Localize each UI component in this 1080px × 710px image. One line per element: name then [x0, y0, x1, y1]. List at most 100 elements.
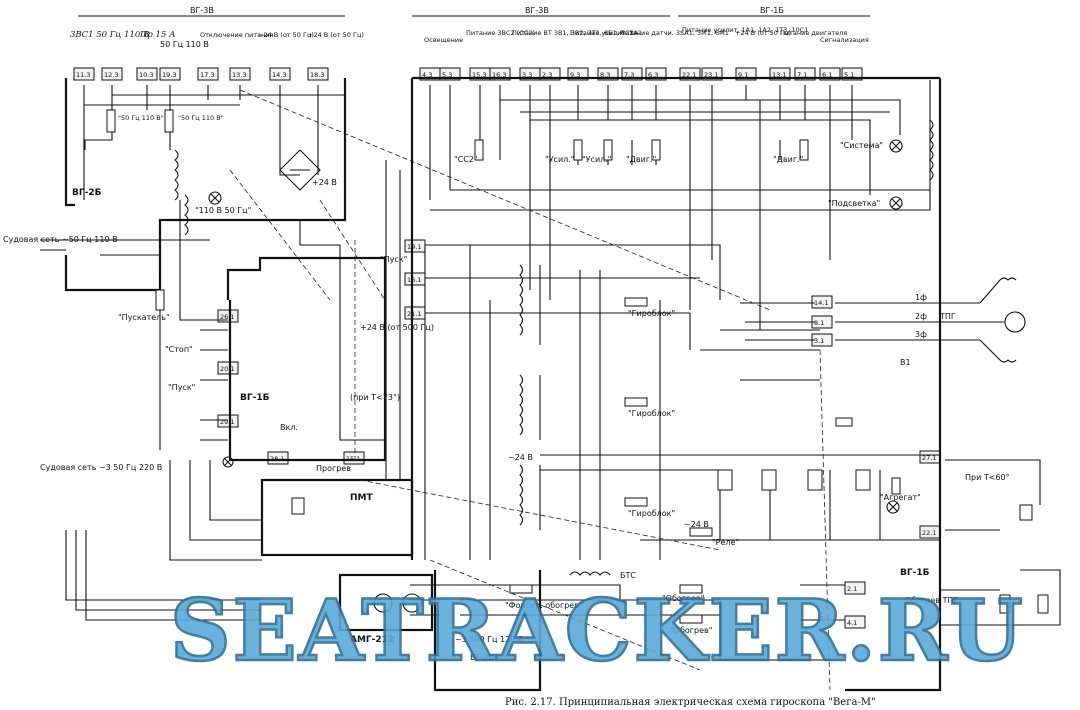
fuse-f6 — [624, 497, 648, 507]
label-plus24: +24 В — [312, 178, 337, 187]
side-terminal: 14.1 — [811, 295, 833, 309]
top-terminal-label: 3.3 — [522, 71, 532, 79]
side-terminal-label: 20.1 — [220, 365, 234, 373]
label-tpg: ТПГ — [939, 312, 956, 321]
side-terminal-label: 2.1 — [847, 585, 857, 593]
block-vg1b-right: ВГ-1Б — [900, 568, 930, 578]
label-start-2: "Пуск" — [380, 255, 407, 264]
label-lamp-system: "Система" — [840, 141, 883, 150]
side-terminal-label: 26.1 — [220, 313, 234, 321]
block-vg2b-bottom: ВГ-2Б — [470, 653, 494, 662]
fuse-f4 — [799, 139, 809, 161]
fuse-f13 — [106, 109, 116, 133]
side-terminal: 29.1 — [217, 414, 239, 428]
header-m1: Освещение — [424, 36, 463, 44]
top-terminal: 17.3 — [197, 67, 219, 81]
fuse-f7 — [624, 397, 648, 407]
label-stop: "Стоп" — [165, 345, 193, 354]
fuse-f9 — [573, 139, 583, 161]
side-terminal: 27.1 — [919, 450, 941, 464]
header-c3: 50 Гц 110 В — [160, 40, 209, 49]
label-ship-net-2: Судовая сеть ~3 50 Гц 220 В — [40, 463, 162, 472]
top-terminal: 11.3 — [73, 67, 95, 81]
top-terminal: 19.3 — [159, 67, 181, 81]
label-forced-heat: "Форсир. обогрев" — [505, 601, 583, 610]
block-amg: АМГ-212 — [350, 635, 394, 645]
top-terminal-label: 17.3 — [200, 71, 214, 79]
block-pmt: ПМТ — [350, 493, 373, 503]
fuse-f5 — [509, 584, 533, 594]
top-terminal-label: 15.3 — [472, 71, 486, 79]
label-relay: "Реле" — [712, 538, 739, 547]
relay-k1 — [291, 497, 305, 515]
label-heat-1: "Обогрев" — [662, 594, 704, 603]
label-phase-3: 3ф — [915, 330, 927, 339]
watermark: SEATRACKER.RU — [170, 581, 1025, 680]
top-terminal-label: 23.1 — [704, 71, 718, 79]
side-terminal: 26.1 — [217, 309, 239, 323]
header-r3: Питание двигателя — [780, 29, 847, 37]
side-terminal: 20.1 — [217, 361, 239, 375]
label-phase-2: 2ф — [915, 312, 927, 321]
lamps — [208, 139, 903, 514]
side-terminal: 16.1 — [404, 272, 426, 286]
label-starter: "Пускатель" — [118, 313, 170, 322]
label-temp73: (при Т<73°) — [350, 393, 400, 402]
top-terminal-label: 13.3 — [232, 71, 246, 79]
side-terminal-label: 19.1 — [407, 243, 421, 251]
fuse-f11 — [603, 139, 613, 161]
label-fuse-dv1: "Двиг." — [626, 155, 656, 164]
header-m2: Питание 3ВС2 (СС2) — [466, 29, 535, 37]
side-terminal: 2.1 — [844, 581, 866, 595]
header-mid-group: ВГ-3В — [525, 6, 549, 15]
wiring — [40, 80, 1061, 691]
top-terminal-label: 9.3 — [570, 71, 580, 79]
top-terminal-label: 22.1 — [682, 71, 696, 79]
lamp-2k3 — [222, 456, 234, 468]
header-right-group: ВГ-1Б — [760, 6, 784, 15]
top-terminal-label: 14.3 — [272, 71, 286, 79]
label-ship-net-1: Судовая сеть ~50 Гц 110 В — [3, 235, 118, 244]
top-terminal-label: 10.3 — [139, 71, 153, 79]
side-terminal: 3.1 — [811, 333, 833, 347]
side-terminal: 8.1 — [811, 315, 833, 329]
fuse-f1 — [679, 614, 703, 624]
fuse-f3 — [689, 527, 713, 537]
header-r2: +24 В (от 50 Гц) — [735, 29, 791, 37]
block-vg1b-mid: ВГ-1Б — [240, 393, 270, 403]
header-m4: Питание усилит. 3А1 — [570, 29, 642, 37]
label-minus24-b: ~24 В — [684, 520, 709, 529]
lamp-aggregate — [886, 500, 900, 514]
top-terminal-label: 19.3 — [162, 71, 176, 79]
top-terminal: 13.3 — [229, 67, 251, 81]
lamp-system — [889, 139, 903, 153]
top-terminal-label: 2.3 — [542, 71, 552, 79]
relay-2k1 — [717, 469, 733, 491]
side-terminal: 19.1 — [404, 239, 426, 253]
top-terminal-label: 5.3 — [442, 71, 452, 79]
labels: Судовая сеть ~50 Гц 110 В Судовая сеть ~… — [3, 114, 1010, 644]
header-c1: 3ВС1 50 Гц 110 В — [70, 30, 149, 40]
top-terminal-label: 11.3 — [76, 71, 90, 79]
header-left-group: ВГ-3В — [190, 6, 214, 15]
lamp-h12 — [208, 191, 222, 205]
label-gyro-3: "Гироблок" — [628, 509, 675, 518]
header-m3: Питание ВТ 3В1, 3В2, 3Т1, 6Б1, 6С1 — [512, 29, 634, 37]
label-f14: "50 Гц 110 В" — [178, 114, 224, 122]
fuses — [106, 109, 901, 624]
top-terminal-label: 16.3 — [492, 71, 506, 79]
side-terminal-label: 22.1 — [922, 529, 936, 537]
fuse-f15 — [155, 289, 165, 311]
fuse-f14 — [164, 109, 174, 133]
top-terminal-label: 18.3 — [310, 71, 324, 79]
header-c2: Пр 15 А — [139, 30, 176, 40]
header-c4: Отключение питания — [200, 31, 274, 39]
label-f13: "50 Гц 110 В" — [118, 114, 164, 122]
label-minus24-a: ~24 В — [508, 453, 533, 462]
top-terminal-label: 6.1 — [822, 71, 832, 79]
label-bts: БТС — [620, 571, 636, 580]
label-500hz: ~3 500 Гц 120 В — [455, 635, 523, 644]
fuse-f12 — [474, 139, 484, 161]
